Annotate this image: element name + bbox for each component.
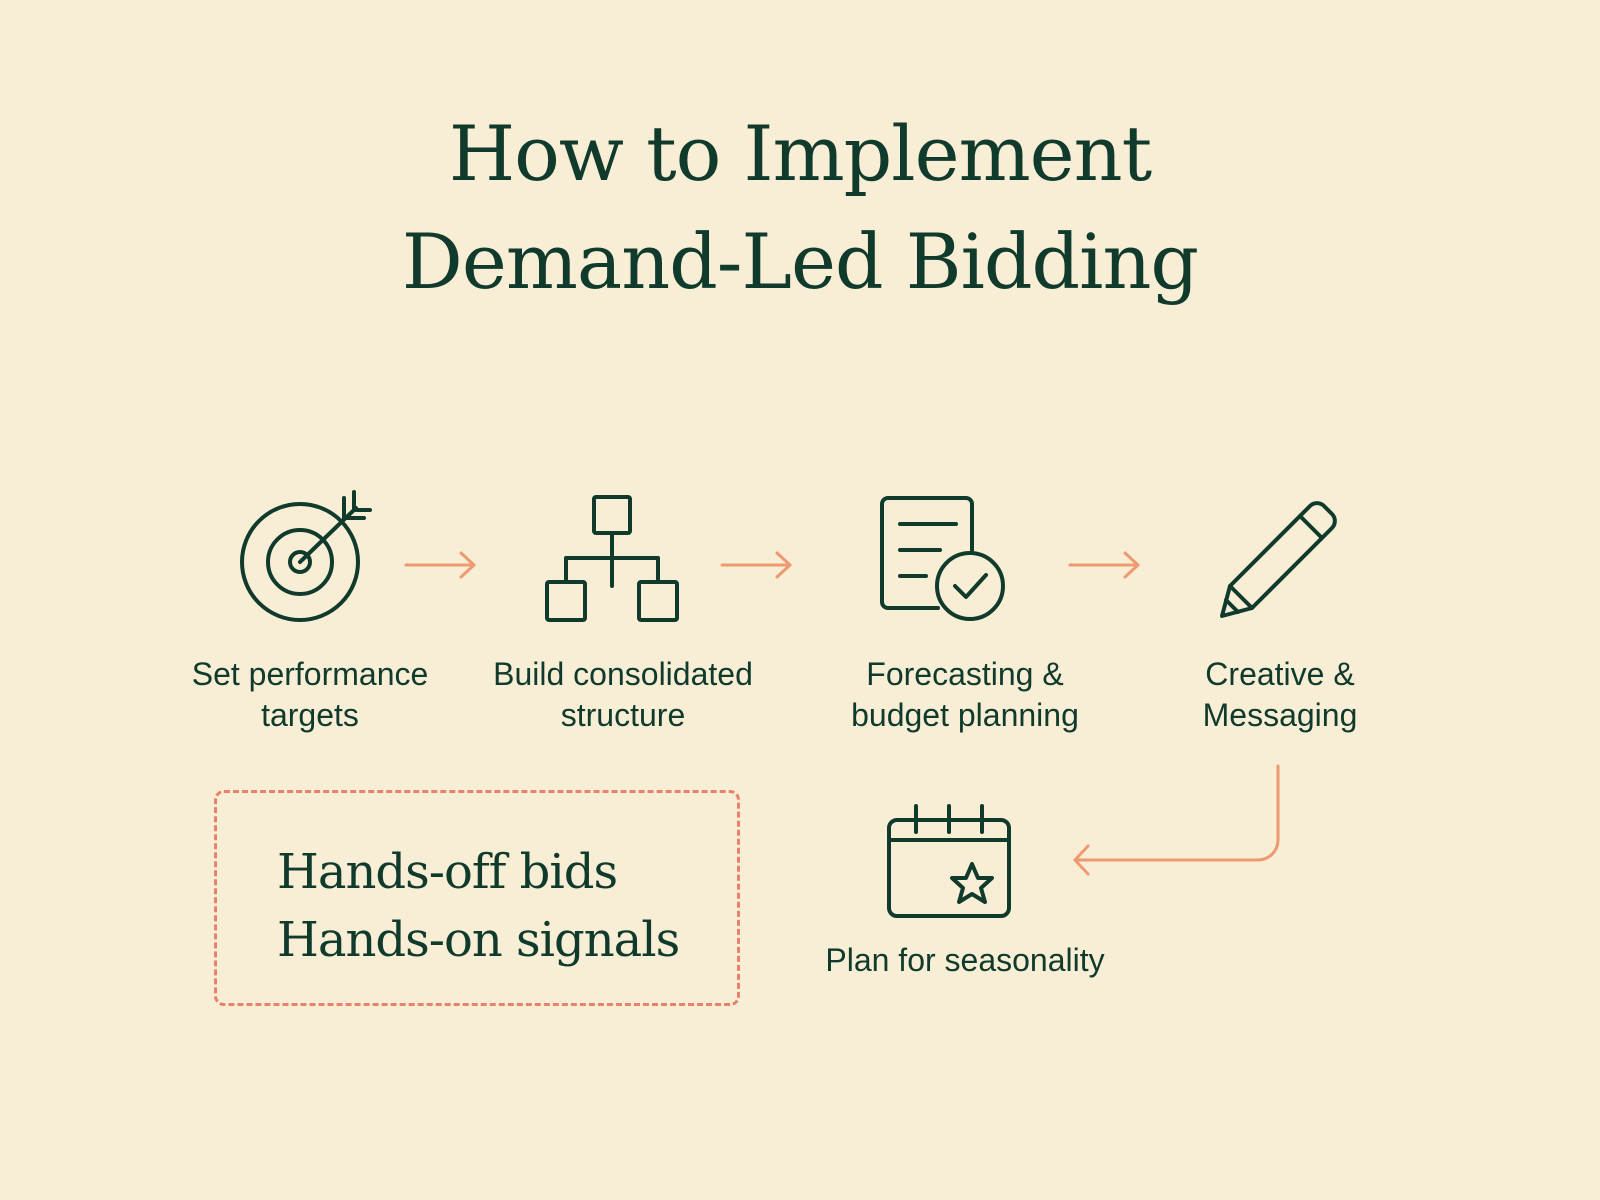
title-line-2: Demand-Led Bidding [401, 217, 1199, 306]
hierarchy-icon [544, 494, 680, 624]
title-line-1: How to Implement [448, 109, 1152, 198]
callout-line-1: Hands-off bids [277, 844, 618, 900]
elbow-arrow-icon [1070, 764, 1290, 884]
step-label-performance: Set performance targets [191, 656, 429, 733]
pencil-icon [1214, 494, 1344, 624]
callout-box [214, 790, 740, 1006]
step-label-creative: Creative & Messaging [1202, 656, 1358, 733]
step-label-seasonality: Plan for seasonality [825, 942, 1105, 978]
arrow-right-icon [720, 550, 796, 580]
arrow-right-icon [404, 550, 480, 580]
step-label-forecasting: Forecasting & budget planning [851, 656, 1079, 733]
arrow-right-icon [1068, 550, 1144, 580]
page-title: How to Implement Demand-Led Bidding [0, 100, 1600, 316]
calendar-star-icon [886, 804, 1012, 920]
document-check-icon [878, 494, 1008, 624]
callout-text: Hands-off bids Hands-on signals [277, 838, 680, 974]
step-label-structure: Build consolidated structure [493, 656, 753, 733]
target-arrow-icon [238, 490, 378, 624]
callout-line-2: Hands-on signals [277, 912, 680, 968]
